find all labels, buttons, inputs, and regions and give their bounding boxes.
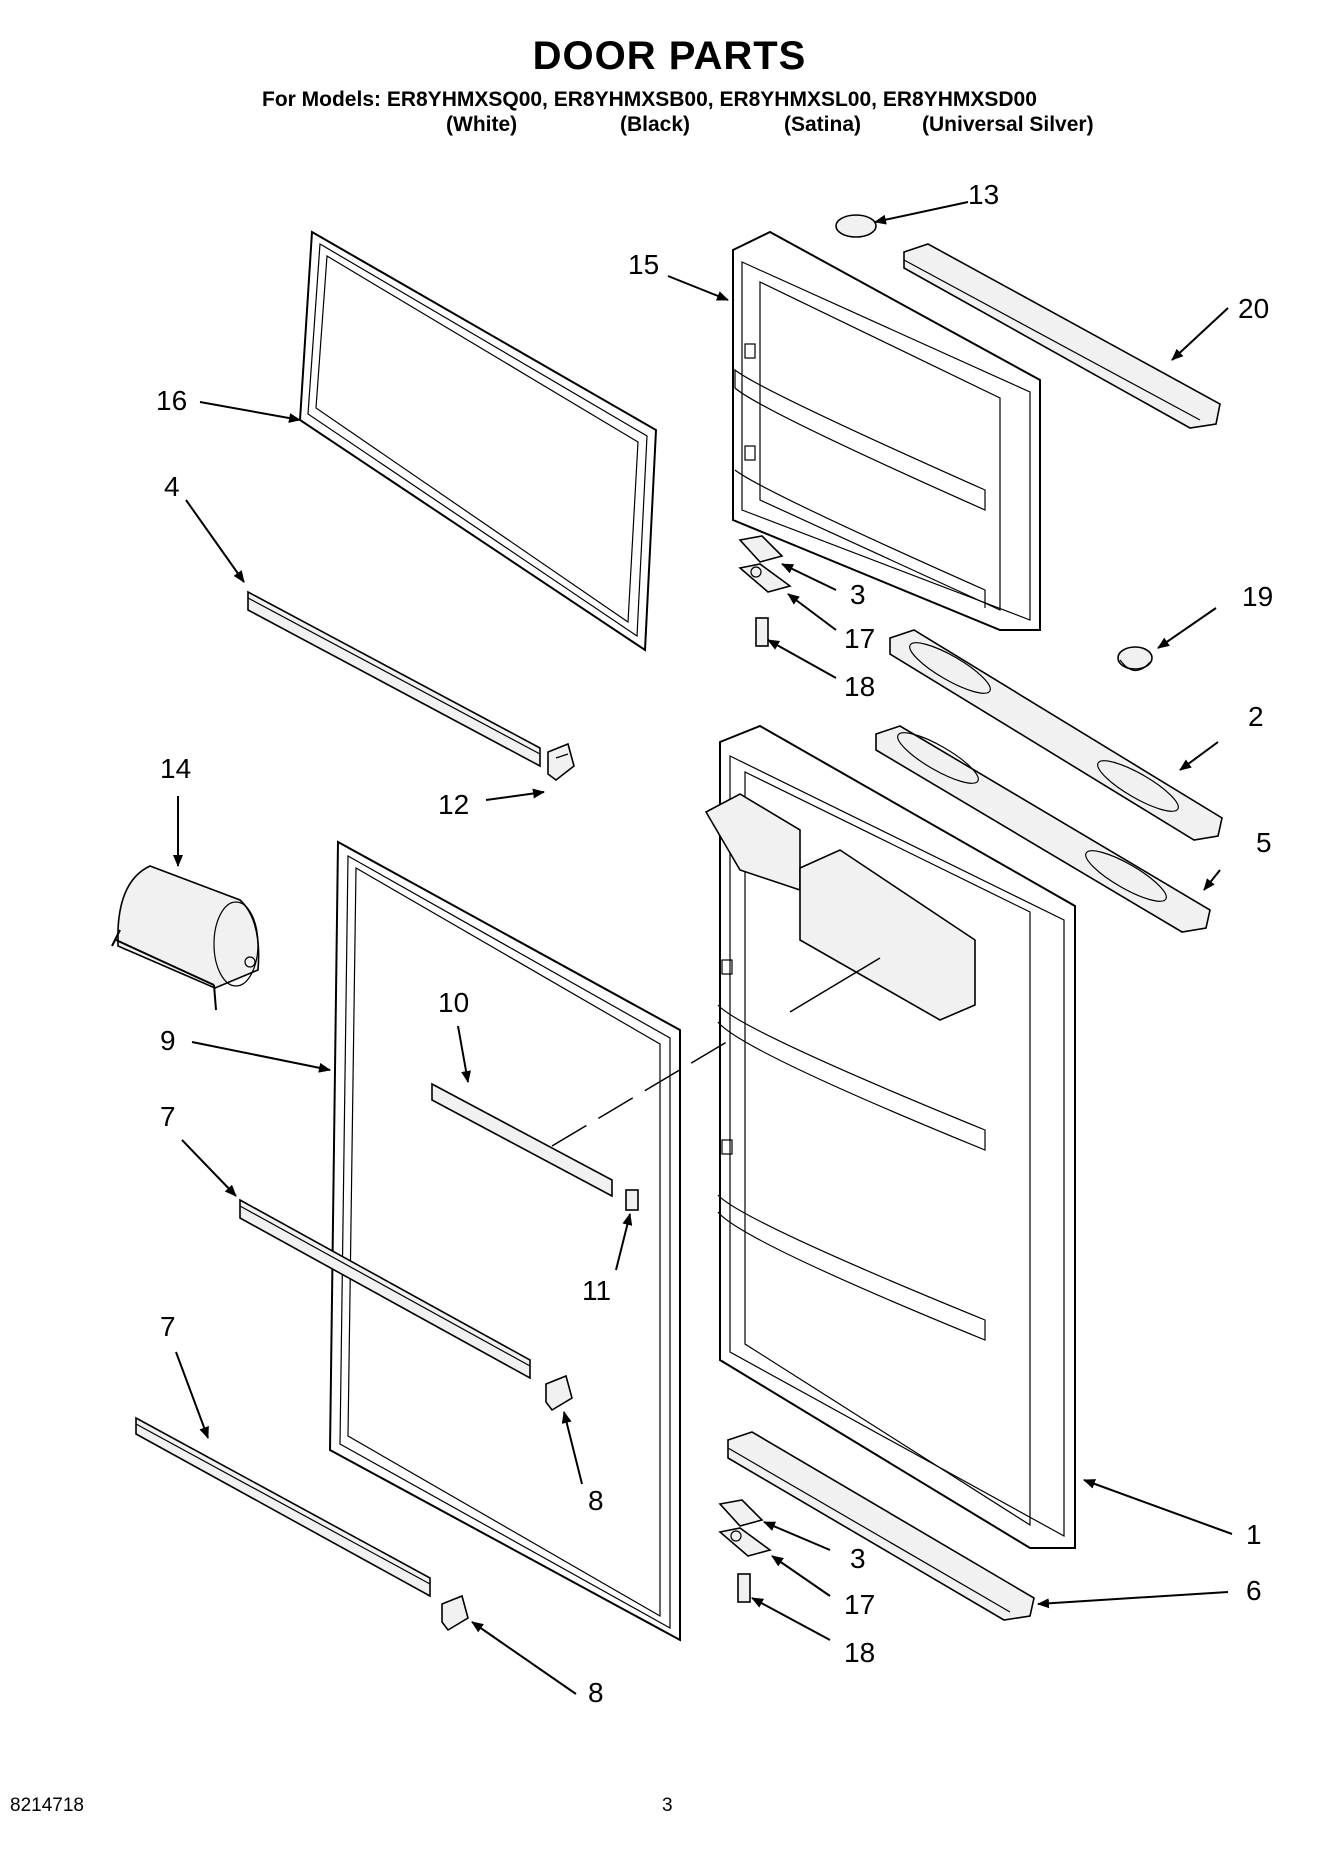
callout-17-upper: 17 (844, 623, 875, 654)
assembly-dash-line (551, 1039, 731, 1147)
callout-7-upper: 7 (160, 1101, 176, 1132)
callout-2: 2 (1248, 701, 1264, 732)
part-8-lower-cap (441, 1594, 469, 1632)
part-6-bottom-trim (727, 1431, 1035, 1621)
part-7-lower-strip (135, 1416, 431, 1598)
part-15-freezer-door (732, 230, 1041, 631)
callout-19: 19 (1242, 581, 1273, 612)
part-4-freezer-trim (247, 590, 541, 768)
part-20-top-trim (903, 243, 1221, 429)
part-1-refrigerator-door (704, 724, 1076, 1549)
leader-lines (173, 201, 1233, 1695)
callout-20: 20 (1238, 293, 1269, 324)
callout-11: 11 (582, 1275, 611, 1306)
callout-15: 15 (628, 249, 659, 280)
part-5-lower-handle (875, 725, 1211, 933)
document-number: 8214718 (10, 1795, 84, 1816)
part-12-end-cap (547, 742, 575, 782)
callout-3-lower: 3 (850, 1543, 866, 1574)
lower-hinge-set (718, 1499, 772, 1603)
models-line: For Models: ER8YHMXSQ00, ER8YHMXSB00, ER… (262, 88, 1037, 111)
part-14-dairy-bin (111, 865, 260, 1011)
page-title: DOOR PARTS (532, 34, 807, 78)
part-10-trim-strip (431, 1082, 613, 1198)
callout-13: 13 (968, 179, 999, 210)
variant-universal-silver: (Universal Silver) (922, 113, 1094, 136)
upper-hinge-set (738, 535, 792, 647)
page-number: 3 (662, 1795, 673, 1816)
assembly-line (789, 957, 881, 1013)
callout-14: 14 (160, 753, 191, 784)
callout-18-lower: 18 (844, 1637, 875, 1668)
part-19-button (1117, 646, 1153, 672)
callout-8-lower: 8 (588, 1677, 604, 1708)
part-2-upper-handle (889, 629, 1223, 841)
callout-1: 1 (1246, 1519, 1262, 1550)
callout-5: 5 (1256, 827, 1272, 858)
callout-16: 16 (156, 385, 187, 416)
variant-satina: (Satina) (784, 113, 862, 136)
callout-10: 10 (438, 987, 469, 1018)
callout-7-lower: 7 (160, 1311, 176, 1342)
callout-labels: 1 2 3 4 5 6 7 8 9 10 11 12 13 14 15 16 1… (156, 179, 1273, 1708)
part-13-plug (835, 214, 877, 238)
part-11-clip (625, 1189, 639, 1211)
callout-3-upper: 3 (850, 579, 866, 610)
part-9-fresh-food-gasket (328, 840, 681, 1642)
variant-white: (White) (446, 113, 518, 136)
part-8-upper-cap (545, 1374, 573, 1412)
callout-17-lower: 17 (844, 1589, 875, 1620)
callout-6: 6 (1246, 1575, 1262, 1606)
callout-9: 9 (160, 1025, 176, 1056)
part-16-freezer-gasket (298, 230, 658, 652)
callout-8-upper: 8 (588, 1485, 604, 1516)
callout-4: 4 (164, 471, 180, 502)
variant-black: (Black) (620, 113, 691, 136)
callout-12: 12 (438, 789, 469, 820)
callout-18-upper: 18 (844, 671, 875, 702)
part-7-upper-strip (239, 1198, 531, 1380)
